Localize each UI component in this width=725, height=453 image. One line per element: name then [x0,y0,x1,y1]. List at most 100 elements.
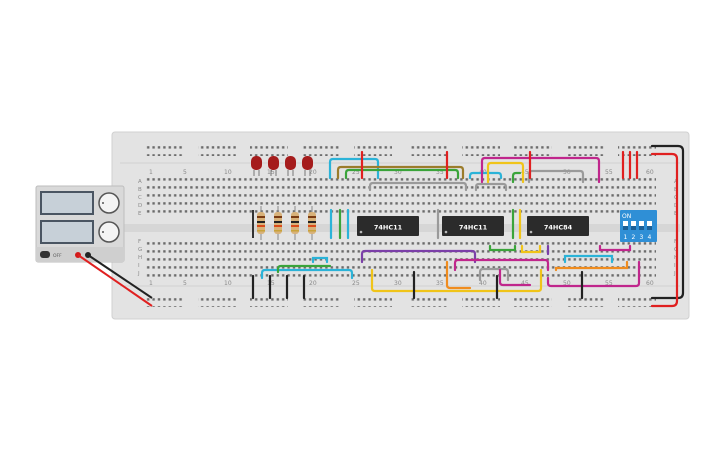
led-3[interactable] [285,156,296,176]
row-letter-i: I [138,263,140,269]
col-num-top-35: 35 [436,169,444,176]
row-letter-h: H [138,255,142,261]
wire-cyan-top-2[interactable] [468,171,503,180]
col-num-top-1: 1 [149,169,153,176]
led-4[interactable] [302,156,313,176]
bottom-power-rail [146,293,656,307]
dip-toggle-2[interactable] [631,221,636,230]
wire-cyan-bottom[interactable] [260,268,354,280]
lead-black[interactable] [87,254,153,299]
row-letter-d: D [138,203,142,209]
dip-toggle-1[interactable] [623,221,628,230]
wire-olive-top[interactable] [336,165,465,180]
led-1[interactable] [251,156,262,176]
dip-num-1: 1 [624,234,628,241]
power-button[interactable] [40,251,50,258]
terminal-strip-bottom [146,238,656,278]
chip-2[interactable]: 74HC11 [442,216,504,236]
dip-toggle-3[interactable] [639,221,644,230]
col-num-top-30: 30 [394,169,402,176]
resistor-1[interactable] [257,206,265,240]
wire-black-right[interactable] [650,144,685,300]
col-num-bottom-20: 20 [309,280,317,287]
col-num-top-25: 25 [352,169,360,176]
wire-grey-top[interactable] [368,181,468,192]
dip-toggle-4[interactable] [647,221,652,230]
col-num-top-60: 60 [646,169,654,176]
lead-red[interactable] [77,254,153,307]
resistor-3[interactable] [291,206,299,240]
dip-num-2: 2 [632,234,636,241]
dip-num-3: 3 [640,234,644,241]
row-letter-g: G [138,247,142,253]
col-num-top-45: 45 [521,169,529,176]
col-num-bottom-55: 55 [605,280,613,287]
wire-green-bottom[interactable] [276,264,332,274]
dip-num-4: 4 [648,234,652,241]
row-letter-j: J [137,271,140,277]
col-num-bottom-40: 40 [479,280,487,287]
col-num-top-20: 20 [309,169,317,176]
wire-cyan-bottom-2[interactable] [311,256,329,264]
current-knob[interactable] [98,221,120,243]
wire-magenta-bottom-2[interactable] [498,268,532,287]
top-power-rail [146,142,656,156]
resistor-4[interactable] [308,206,316,240]
wire-green-bottom-2[interactable] [488,244,517,252]
row-letter-a: A [138,179,142,185]
col-num-top-50: 50 [563,169,571,176]
col-num-bottom-25: 25 [352,280,360,287]
wire-grey-top-2[interactable] [474,182,508,192]
col-num-top-5: 5 [183,169,187,176]
wire-purple-bottom[interactable] [360,249,477,264]
chip-3[interactable]: 74HC84 [527,216,589,236]
col-num-bottom-50: 50 [563,280,571,287]
resistor-2[interactable] [274,206,282,240]
wire-yellow-short-2[interactable] [520,244,542,254]
col-num-bottom-1: 1 [149,280,153,287]
wire-magenta-short[interactable] [598,244,632,252]
wire-yellow-top[interactable] [486,161,525,184]
wire-orange-bottom-2[interactable] [554,260,629,272]
wire-cyan-top[interactable] [328,157,380,180]
wire-grey-bottom[interactable] [478,267,510,282]
voltage-knob[interactable] [98,192,120,214]
row-letter-i-right: I [674,263,676,269]
wire-cyan-bottom-3[interactable] [563,254,614,264]
power-button-label: OFF [53,253,62,259]
wire-magenta-top[interactable] [480,156,601,184]
chip-1[interactable]: 74HC11 [357,216,419,236]
wire-green-top[interactable] [344,168,460,180]
chip-2-label: 74HC11 [459,224,488,232]
wires [251,144,685,308]
wire-red-right[interactable] [650,152,679,308]
wire-orange-bottom[interactable] [445,260,472,290]
col-num-bottom-45: 45 [521,280,529,287]
resistors [252,206,316,240]
dip-switch[interactable]: ON 1 2 3 4 [620,210,657,242]
col-num-bottom-5: 5 [183,280,187,287]
row-letter-j-right: J [673,271,676,277]
row-letter-b: B [138,187,142,193]
row-letter-f-right: F [674,239,677,245]
terminal-strip-top [146,178,656,218]
chip-1-label: 74HC11 [374,224,403,232]
leds [251,156,313,176]
col-num-bottom-60: 60 [646,280,654,287]
dip-switch-on-label: ON [622,213,631,220]
chip-3-label: 74HC84 [544,224,573,232]
col-num-top-55: 55 [605,169,613,176]
col-num-bottom-30: 30 [394,280,402,287]
col-num-top-10: 10 [224,169,232,176]
power-supply: OFF [35,185,125,263]
row-letter-f: F [138,239,141,245]
wire-magenta-bottom-3[interactable] [546,260,641,288]
wire-green-top-2[interactable] [511,171,522,184]
wire-magenta-bottom[interactable] [453,258,550,272]
row-letter-c: C [138,195,142,201]
col-num-bottom-10: 10 [224,280,232,287]
col-num-bottom-35: 35 [436,280,444,287]
led-2[interactable] [268,156,279,176]
wire-yellow-bottom[interactable] [370,268,543,293]
